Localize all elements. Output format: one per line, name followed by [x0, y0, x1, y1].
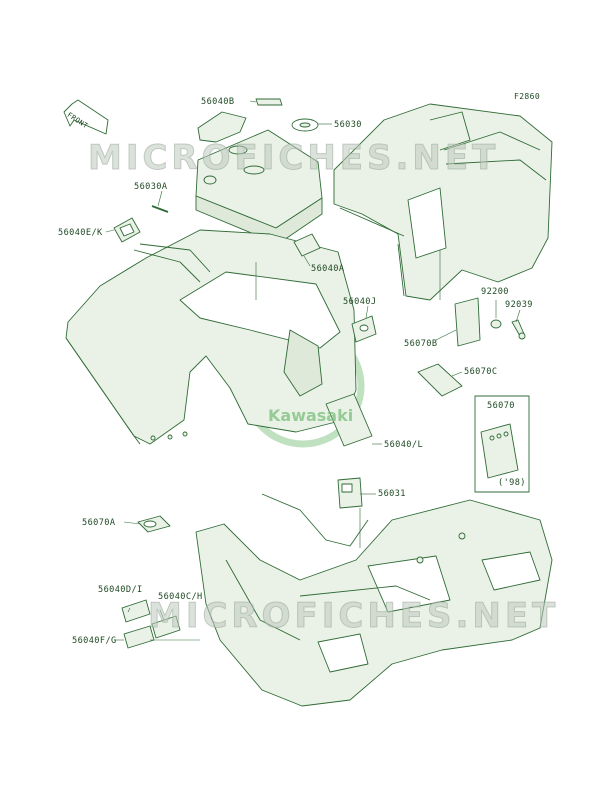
part-label-56040DI: 56040D/I — [98, 585, 143, 595]
part-label-92039: 92039 — [505, 300, 533, 310]
decal-56040A — [293, 233, 321, 257]
right-fender-part — [333, 103, 553, 301]
part-label-56040FG: 56040F/G — [72, 636, 117, 646]
part-label-56070B: 56070B — [404, 339, 438, 349]
part-label-56040J: 56040J — [343, 297, 377, 307]
watermark-text-bottom: MICROFICHES.NET — [147, 596, 560, 637]
decal-56031 — [337, 477, 363, 509]
part-label-56040CH: 56040C/H — [158, 592, 203, 602]
figure-code: F2860 — [514, 92, 541, 101]
watermark-text-top: MICROFICHES.NET — [87, 138, 500, 179]
leader-lines — [105, 100, 521, 641]
part-label-92200: 92200 — [481, 287, 509, 297]
part-label-56070: 56070 — [487, 401, 515, 411]
front-arrow-icon — [63, 99, 109, 135]
part-label-56070-year: ('98) — [498, 478, 526, 488]
decal-56040E — [113, 217, 141, 243]
bolt-92039 — [511, 319, 526, 340]
washer-56030 — [291, 118, 319, 132]
watermark-brand: Kawasaki — [268, 406, 354, 425]
part-label-56040A: 56040A — [311, 264, 345, 274]
decal-56040B — [255, 98, 283, 106]
decal-56040L — [325, 393, 373, 447]
decal-56070-inset — [474, 395, 530, 493]
decal-56040J — [351, 315, 377, 343]
decal-56040C — [151, 615, 181, 639]
decal-56040D — [121, 599, 151, 623]
decal-56070A — [137, 515, 171, 533]
front-fender-part — [65, 229, 357, 445]
part-label-56040B: 56040B — [201, 97, 235, 107]
clip-56030A — [151, 205, 169, 213]
part-label-56030: 56030 — [334, 120, 362, 130]
part-label-56070A: 56070A — [82, 518, 116, 528]
decal-56070B — [454, 297, 481, 347]
part-label-56040EK: 56040E/K — [58, 228, 103, 238]
part-label-56070C: 56070C — [464, 367, 498, 377]
part-label-56030A: 56030A — [134, 182, 168, 192]
decal-56070C — [417, 363, 463, 397]
rear-fender-part — [195, 493, 553, 707]
part-label-56040L: 56040/L — [384, 440, 424, 450]
part-label-56031: 56031 — [378, 489, 406, 499]
washer-92200 — [490, 319, 502, 329]
seat-cover-part — [195, 111, 323, 245]
